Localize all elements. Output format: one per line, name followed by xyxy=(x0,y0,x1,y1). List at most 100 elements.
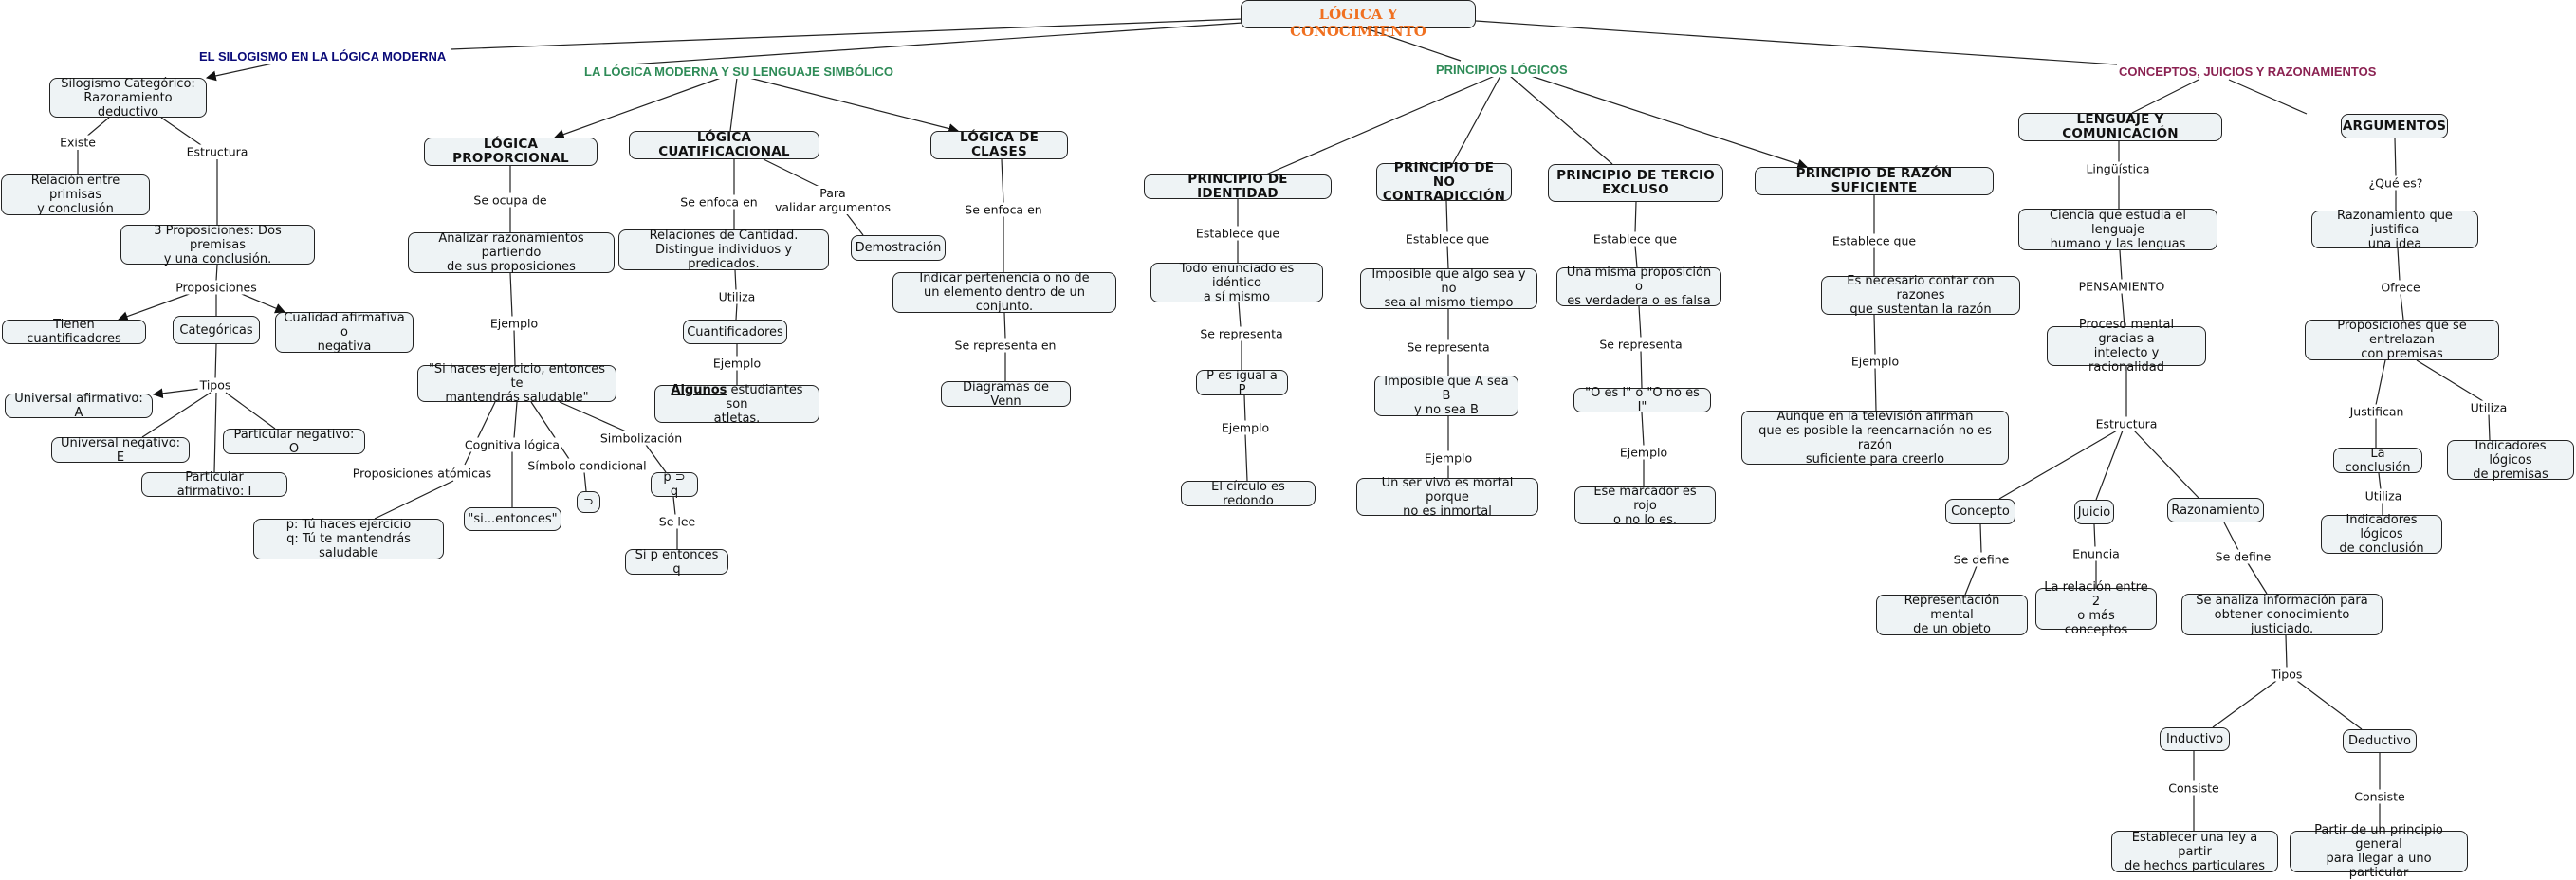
link-simbolo-condicional: Símbolo condicional xyxy=(525,458,649,473)
node-razonamiento-justifica[interactable]: Razonamiento que justifica una idea xyxy=(2311,209,2478,251)
link-representa-identidad: Se representa xyxy=(1198,326,1285,341)
quantifier-algunos: Algunos xyxy=(671,382,727,397)
node-logica-clases[interactable]: LÓGICA DE CLASES xyxy=(930,131,1068,159)
node-razonamiento[interactable]: Razonamiento xyxy=(2167,498,2264,522)
node-principio-no-contradiccion[interactable]: PRINCIPIO DE NO CONTRADICCIÓN xyxy=(1376,160,1512,203)
link-establece-tercio: Establece que xyxy=(1591,231,1680,247)
link-representa-no-contradiccion: Se representa xyxy=(1405,339,1492,355)
node-universal-afirmativo[interactable]: Universal afirmativo: A xyxy=(5,392,153,420)
node-atomicas[interactable]: p: Tú haces ejercicio q: Tú te mantendrá… xyxy=(253,518,444,560)
connector-line xyxy=(729,77,738,132)
connector-line xyxy=(513,401,518,439)
node-relaciones-cantidad[interactable]: Relaciones de Cantidad. Distingue indivi… xyxy=(618,229,829,271)
node-algunos-estudiantes[interactable]: Algunos estudiantes son atletas. xyxy=(654,382,819,426)
link-representa-tercio: Se representa xyxy=(1597,337,1684,352)
node-lenguaje-comunicacion[interactable]: LENGUAJE Y COMUNICACIÓN xyxy=(2018,113,2222,141)
node-particular-afirmativo[interactable]: Particular afirmativo: I xyxy=(141,470,287,499)
link-establece-razon: Establece que xyxy=(1830,233,1919,248)
node-logica-cuantificacional[interactable]: LÓGICA CUATIFICACIONAL xyxy=(629,131,819,159)
link-concepto-se-define: Se define xyxy=(1951,552,2012,567)
node-establecer-ley[interactable]: Establecer una ley a partir de hechos pa… xyxy=(2111,831,2278,873)
node-demostracion[interactable]: Demostración xyxy=(851,235,946,261)
node-indicar-pertenencia[interactable]: Indicar pertenencia o no de un elemento … xyxy=(892,271,1116,314)
node-misma-proposicion[interactable]: Una misma proposición o es verdadera o e… xyxy=(1556,266,1721,308)
node-la-conclusion[interactable]: La conclusión xyxy=(2333,447,2422,475)
node-cualidad[interactable]: Cualidad afirmativa o negativa xyxy=(275,311,414,354)
link-consiste-inductivo: Consiste xyxy=(2166,780,2221,796)
node-proposiciones-entrelazan[interactable]: Proposiciones que se entrelazan con prem… xyxy=(2305,319,2499,361)
node-circulo-redondo[interactable]: El círculo es redondo xyxy=(1181,480,1316,508)
node-representacion-mental[interactable]: Representación mental de un objeto xyxy=(1876,594,2028,636)
node-necesario-razones[interactable]: Es necesario contar con razones que sust… xyxy=(1821,274,2020,317)
node-todo-enunciado[interactable]: Todo enunciado es idéntico a sí mismo xyxy=(1150,262,1323,304)
connector-line xyxy=(1452,75,1501,164)
node-principio-tercio-excluso[interactable]: PRINCIPIO DE TERCIO EXCLUSO xyxy=(1548,164,1723,202)
node-deductivo[interactable]: Deductivo xyxy=(2343,729,2417,753)
node-diagramas-venn[interactable]: Diagramas de Venn xyxy=(941,380,1071,409)
node-marcador-rojo[interactable]: Ese marcador es rojo o no lo es. xyxy=(1574,485,1716,527)
node-relacion-premisas[interactable]: Relación entre primisas y conclusión xyxy=(1,174,150,216)
link-ofrece: Ofrece xyxy=(2379,280,2422,295)
node-silogismo-categorico[interactable]: Silogismo Categórico: Razonamiento deduc… xyxy=(49,77,207,119)
node-inductivo[interactable]: Inductivo xyxy=(2160,727,2230,751)
connector-line xyxy=(1243,394,1246,422)
link-simbolizacion: Simbolización xyxy=(598,431,685,446)
connector-line xyxy=(2375,359,2386,406)
root-node[interactable]: LÓGICA Y CONOCIMIENTO xyxy=(1241,0,1476,40)
node-p-igual-p[interactable]: P es igual a P xyxy=(1196,369,1288,397)
link-ejemplo-cuant: Ejemplo xyxy=(710,356,764,371)
node-principio-razon-suficiente[interactable]: PRINCIPIO DE RAZÓN SUFICIENTE xyxy=(1755,167,1994,195)
node-si-entonces[interactable]: "si...entonces" xyxy=(464,507,561,531)
node-proceso-mental[interactable]: Proceso mental gracias a intelecto y rac… xyxy=(2047,318,2206,375)
node-principio-identidad[interactable]: PRINCIPIO DE IDENTIDAD xyxy=(1144,173,1332,201)
connector-line xyxy=(2394,138,2397,177)
link-se-ocupa-de: Se ocupa de xyxy=(471,192,549,208)
link-proposiciones-atomicas: Proposiciones atómicas xyxy=(350,466,494,481)
node-tres-proposiciones[interactable]: 3 Proposiciones: Dos premisas y una conc… xyxy=(120,224,315,266)
node-imposible-a-sea-b[interactable]: Imposible que A sea B y no sea B xyxy=(1374,375,1518,417)
node-particular-negativo[interactable]: Particular negativo: O xyxy=(223,428,365,456)
node-partir-principio[interactable]: Partir de un principio general para lleg… xyxy=(2290,823,2468,880)
node-analizar-razonamientos[interactable]: Analizar razonamientos partiendo de sus … xyxy=(408,231,615,274)
node-analiza-informacion[interactable]: Se analiza información para obtener cono… xyxy=(2181,594,2383,636)
link-linguistica: Lingüística xyxy=(2084,161,2152,176)
heading-conceptos[interactable]: CONCEPTOS, JUICIOS Y RAZONAMIENTOS xyxy=(2117,64,2379,79)
connector-line xyxy=(553,77,722,139)
node-indicadores-premisas[interactable]: Indicadores lógicos de premisas xyxy=(2447,439,2574,482)
node-relacion-conceptos[interactable]: La relación entre 2 o más conceptos xyxy=(2035,580,2157,637)
link-utiliza-cuant: Utiliza xyxy=(716,289,758,304)
node-o-es-i[interactable]: "O es I" o "O no es I" xyxy=(1573,386,1711,414)
connector-line xyxy=(2223,522,2239,551)
node-ser-vivo-mortal[interactable]: Un ser vivo es mortal porque no es inmor… xyxy=(1356,476,1538,519)
link-ejemplo-identidad: Ejemplo xyxy=(1219,420,1272,435)
node-cuantificadores[interactable]: Cuantificadores xyxy=(683,320,787,344)
node-reencarnacion[interactable]: Aunque en la televisión afirman que es p… xyxy=(1741,410,2009,467)
connector-line xyxy=(672,496,676,516)
node-categoricas[interactable]: Categóricas xyxy=(173,316,260,344)
node-ciencia-lenguaje[interactable]: Ciencia que estudia el lenguaje humano y… xyxy=(2018,209,2217,251)
node-universal-negativo[interactable]: Universal negativo: E xyxy=(51,436,190,465)
connector-line xyxy=(2095,430,2124,501)
node-simbolo[interactable]: ⊃ xyxy=(577,491,600,513)
node-imposible-algo[interactable]: Imposible que algo sea y no sea al mismo… xyxy=(1360,267,1537,310)
node-argumentos[interactable]: ARGUMENTOS xyxy=(2341,114,2448,138)
node-formula-pq[interactable]: p ⊃ q xyxy=(651,470,698,499)
link-tipos: Tipos xyxy=(197,377,233,393)
connector-line xyxy=(215,264,218,282)
node-concepto[interactable]: Concepto xyxy=(1945,499,2015,524)
node-juicio[interactable]: Juicio xyxy=(2074,500,2114,524)
node-indicadores-conclusion[interactable]: Indicadores lógicos de conclusión xyxy=(2321,513,2442,556)
link-utiliza-conclusion: Utiliza xyxy=(2363,488,2404,504)
heading-logica-moderna[interactable]: LA LÓGICA MODERNA Y SU LENGUAJE SIMBÓLIC… xyxy=(582,64,895,79)
node-logica-proporcional[interactable]: LÓGICA PROPORCIONAL xyxy=(424,138,598,166)
node-tienen-cuantificadores[interactable]: Tienen cuantificadores xyxy=(2,318,146,346)
connector-line xyxy=(152,388,200,399)
link-se-lee: Se lee xyxy=(656,514,698,529)
node-si-p-entonces-q[interactable]: Si p entonces q xyxy=(625,548,728,577)
connector-line xyxy=(214,343,217,379)
connector-line xyxy=(630,22,1243,65)
heading-principios[interactable]: PRINCIPIOS LÓGICOS xyxy=(1434,63,1570,77)
link-utiliza-premisas: Utiliza xyxy=(2468,400,2510,415)
node-ejemplo-ejercicio[interactable]: "Si haces ejercicio, entonces te mantend… xyxy=(417,362,616,405)
heading-silogismo[interactable]: EL SILOGISMO EN LA LÓGICA MODERNA xyxy=(197,49,449,64)
